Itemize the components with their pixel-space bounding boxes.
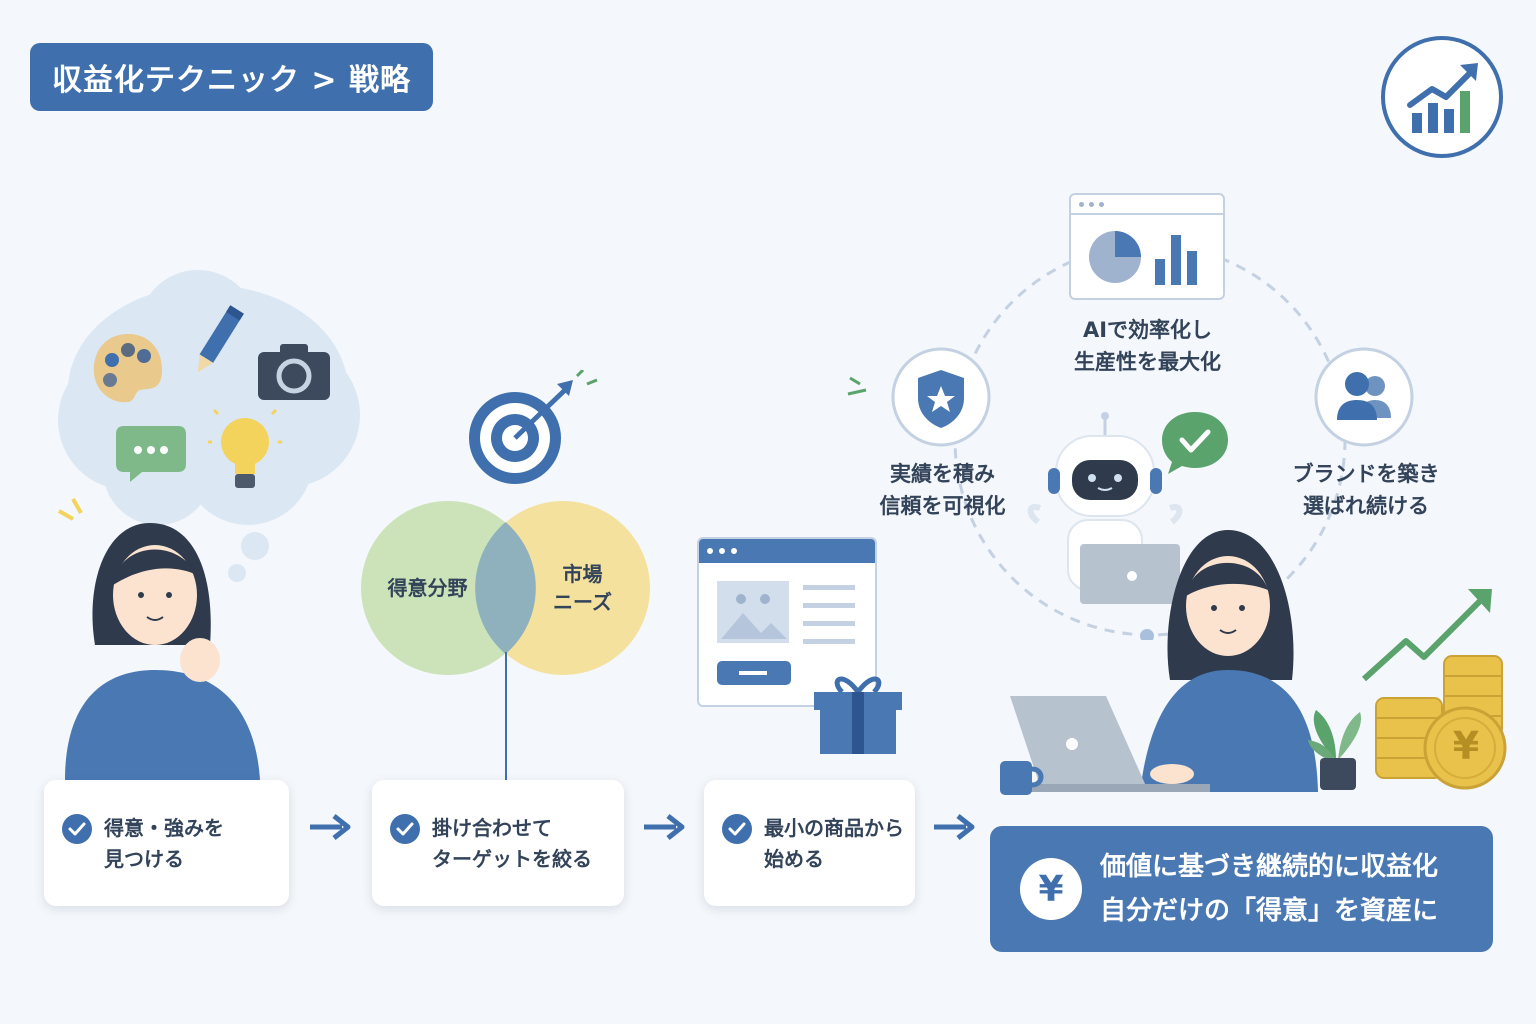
result-line-1: 価値に基づき継続的に収益化 — [1100, 852, 1439, 882]
result-banner: ¥ 価値に基づき継続的に収益化 自分だけの「得意」を資産に — [990, 826, 1493, 952]
step-label: 得意・強みを 見つける — [104, 816, 224, 871]
arrow-right-icon — [932, 812, 978, 842]
lightbulb-icon — [208, 406, 282, 496]
breadcrumb[interactable]: 収益化テクニック > 戦略 — [30, 43, 433, 111]
check-circle-icon — [62, 814, 92, 844]
check-circle-icon — [722, 814, 752, 844]
ai-dashboard-window — [1069, 193, 1225, 300]
ai-robot-illustration — [1020, 412, 1190, 612]
result-line-2: 自分だけの「得意」を資産に — [1100, 896, 1439, 926]
target-icon — [465, 368, 605, 490]
users-icon — [1313, 346, 1415, 448]
gift-icon — [812, 670, 904, 756]
venn-label-market: 市場 ニーズ — [553, 562, 612, 614]
camera-icon — [256, 340, 332, 402]
growth-arrow-icon — [1360, 585, 1495, 685]
venn-diagram — [360, 500, 652, 676]
thinking-woman-illustration — [55, 495, 270, 780]
plant-icon — [1306, 700, 1368, 792]
step-card-start-small: 最小の商品から 始める — [704, 780, 915, 906]
sparkle-decoration — [846, 372, 870, 396]
coin-stack-icon — [1374, 650, 1509, 792]
product-page-mockup — [697, 537, 877, 707]
step-label: 掛け合わせて ターゲットを絞る — [432, 816, 592, 871]
venn-connector-line — [505, 652, 507, 780]
mug-icon — [994, 757, 1046, 797]
check-chat-icon — [1160, 408, 1230, 478]
cycle-ai-label: AIで効率化し 生産性を最大化 — [1074, 318, 1221, 374]
shield-star-icon — [890, 346, 992, 448]
chat-icon — [114, 424, 188, 484]
pencil-icon — [190, 300, 246, 380]
cycle-brand-label: ブランドを築き 選ばれ続ける — [1292, 462, 1440, 518]
cycle-trust-label: 実績を積み 信頼を可視化 — [879, 462, 1006, 518]
venn-label-skill: 得意分野 — [387, 576, 468, 600]
yen-icon: ¥ — [1020, 858, 1082, 920]
arrow-right-icon — [308, 812, 354, 842]
working-woman-illustration — [1000, 530, 1320, 792]
coin-yen-symbol: ¥ — [1452, 724, 1480, 768]
step-card-narrow-target: 掛け合わせて ターゲットを絞る — [372, 780, 624, 906]
palette-icon — [90, 330, 166, 410]
growth-chart-icon — [1380, 35, 1504, 159]
step-card-find-strengths: 得意・強みを 見つける — [44, 780, 289, 906]
check-circle-icon — [390, 814, 420, 844]
arrow-right-icon — [642, 812, 688, 842]
step-label: 最小の商品から 始める — [764, 816, 904, 871]
